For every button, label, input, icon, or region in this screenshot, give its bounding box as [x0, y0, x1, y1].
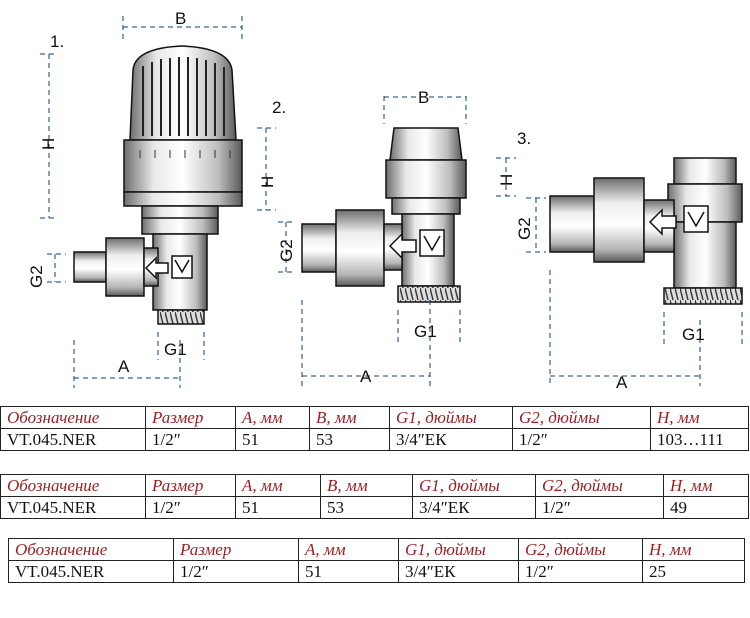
table-row: VT.045.NER 1/2″ 51 3/4″ЕК 1/2″ 25 [8, 560, 745, 583]
valve-1-thermostatic [73, 45, 243, 325]
cell-size: 1/2″ [173, 560, 299, 583]
valve-dimension-drawing: 1. B H G2 G1 A 2. B H G2 G1 A 3. H G2 G1… [27, 9, 743, 392]
header-g2: G2, дюймы [518, 538, 643, 561]
valve-2-dimensions [257, 96, 467, 386]
valve-3-dimensions [496, 157, 743, 386]
header-g1: G1, дюймы [389, 406, 513, 429]
label-variant-1: 1. [50, 32, 64, 51]
header-b: B, мм [309, 406, 390, 429]
table-header-row: Обозначение Размер А, мм G1, дюймы G2, д… [8, 538, 745, 561]
header-a: А, мм [298, 538, 399, 561]
cell-size: 1/2″ [145, 428, 236, 451]
header-g1: G1, дюймы [398, 538, 519, 561]
cell-designation: VT.045.NER [0, 428, 146, 451]
table-row: VT.045.NER 1/2″ 51 53 3/4″ЕК 1/2″ 49 [0, 496, 749, 519]
header-designation: Обозначение [0, 474, 146, 497]
label-h-2: H [258, 176, 277, 188]
header-a: А, мм [235, 406, 310, 429]
cell-a: 51 [298, 560, 399, 583]
cell-g1: 3/4″ЕК [389, 428, 513, 451]
header-designation: Обозначение [0, 406, 146, 429]
valve-1-dimensions [40, 16, 243, 388]
cell-h: 49 [663, 496, 749, 519]
table-header-row: Обозначение Размер А, мм B, мм G1, дюймы… [0, 406, 749, 429]
label-b-2: B [418, 88, 429, 107]
cell-b: 53 [320, 496, 413, 519]
label-g1-1: G1 [164, 340, 187, 359]
spec-table-1: Обозначение Размер А, мм B, мм G1, дюймы… [0, 406, 749, 451]
label-variant-2: 2. [272, 98, 286, 117]
header-a: А, мм [235, 474, 321, 497]
cell-b: 53 [309, 428, 390, 451]
cell-g1: 3/4″ЕК [412, 496, 536, 519]
header-b: B, мм [320, 474, 413, 497]
label-variant-3: 3. [517, 129, 531, 148]
cell-g2: 1/2″ [535, 496, 664, 519]
label-g2-2: G2 [277, 239, 296, 262]
cell-a: 51 [235, 428, 310, 451]
label-g1-3: G1 [682, 325, 705, 344]
label-g1-2: G1 [414, 322, 437, 341]
header-size: Размер [145, 406, 236, 429]
spec-table-3: Обозначение Размер А, мм G1, дюймы G2, д… [8, 538, 745, 583]
label-a-1: A [118, 357, 130, 376]
label-g2-3: G2 [515, 217, 534, 240]
table-header-row: Обозначение Размер А, мм B, мм G1, дюймы… [0, 474, 749, 497]
label-h-3: H [497, 174, 516, 186]
spec-table-2: Обозначение Размер А, мм B, мм G1, дюймы… [0, 474, 749, 519]
header-g2: G2, дюймы [512, 406, 651, 429]
header-h: H, мм [642, 538, 745, 561]
cell-g2: 1/2″ [512, 428, 651, 451]
header-g1: G1, дюймы [412, 474, 536, 497]
cell-g2: 1/2″ [518, 560, 643, 583]
label-h-1: H [39, 138, 58, 150]
cell-h: 25 [642, 560, 745, 583]
table-row: VT.045.NER 1/2″ 51 53 3/4″ЕК 1/2″ 103…11… [0, 428, 749, 451]
cell-designation: VT.045.NER [0, 496, 146, 519]
header-h: H, мм [663, 474, 749, 497]
header-size: Размер [145, 474, 236, 497]
valve-3-tee [549, 157, 743, 305]
label-b-1: B [175, 9, 186, 28]
valve-2-capped [301, 127, 467, 303]
header-designation: Обозначение [8, 538, 174, 561]
label-a-2: A [360, 367, 372, 386]
label-g2-1: G2 [27, 265, 46, 288]
cell-g1: 3/4″ЕК [398, 560, 519, 583]
cell-size: 1/2″ [145, 496, 236, 519]
cell-h: 103…111 [650, 428, 749, 451]
label-a-3: A [616, 373, 628, 392]
header-g2: G2, дюймы [535, 474, 664, 497]
header-size: Размер [173, 538, 299, 561]
cell-a: 51 [235, 496, 321, 519]
cell-designation: VT.045.NER [8, 560, 174, 583]
header-h: H, мм [650, 406, 749, 429]
figure-labels: 1. B H G2 G1 A 2. B H G2 G1 A 3. H G2 G1… [27, 9, 705, 392]
